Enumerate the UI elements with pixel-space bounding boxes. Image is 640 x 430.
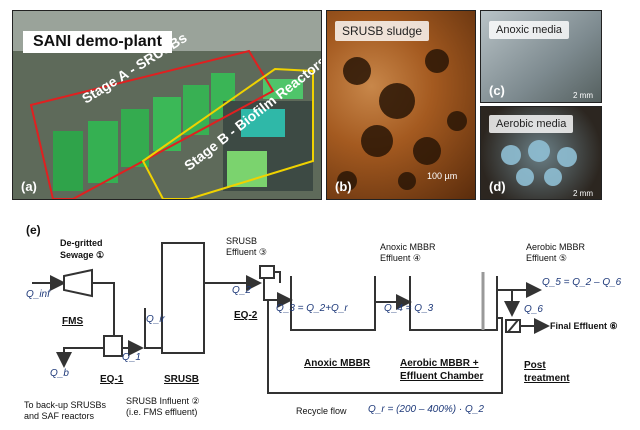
sludge-scale-bar: 100 µm <box>427 171 458 181</box>
sludge-title: SRUSB sludge <box>335 21 430 41</box>
plant-photo: SANI demo-plant Stage A - SRUSBs Stage B… <box>12 10 322 200</box>
q2-label: Q_2 <box>232 285 251 296</box>
sludge-photo: SRUSB sludge 100 µm (b) <box>326 10 476 200</box>
plant-title: SANI demo-plant <box>23 31 172 53</box>
q-ir-line <box>144 308 162 349</box>
recycle-flow-label: Recycle flow <box>296 406 347 416</box>
q-inf-label: Q_inf <box>26 289 50 300</box>
srusb-effluent-label-1: SRUSB <box>226 236 258 246</box>
stage-b-outline <box>141 67 314 199</box>
eq1-label: EQ-1 <box>100 374 124 385</box>
q4-label: Q_4 = Q_3 <box>384 303 434 314</box>
aerobic-effluent-label-1: Aerobic MBBR <box>526 242 586 252</box>
backup-label-line2: and SAF reactors <box>24 411 95 421</box>
fms-label: FMS <box>62 316 84 327</box>
srusb-influent-label: SRUSB Influent ② <box>126 396 200 406</box>
final-effluent-label: Final Effluent ⑥ <box>550 321 618 331</box>
degritted-label: De-gritted <box>60 238 103 248</box>
eq2-to-anoxic-arrow <box>263 278 293 308</box>
eq2-label: EQ-2 <box>234 310 258 321</box>
srusb-label: SRUSB <box>164 374 200 385</box>
anoxic-scale-bar: 2 mm <box>573 91 593 100</box>
aerobic-media-photo: Aerobic media 2 mm (d) <box>480 106 602 200</box>
post-treatment-label-2: treatment <box>524 373 570 384</box>
panel-label-b: (b) <box>335 179 352 194</box>
fms-to-eq1-line <box>92 282 115 336</box>
sewage-label: Sewage ① <box>60 250 105 260</box>
panel-label-d: (d) <box>489 179 506 194</box>
aerobic-effluent-label-2: Effluent ⑤ <box>526 253 567 263</box>
panel-label-a: (a) <box>21 179 37 194</box>
anoxic-mbbr-label: Anoxic MBBR <box>304 358 371 369</box>
panel-label-e: (e) <box>26 223 41 237</box>
fms-effluent-label: (i.e. FMS effluent) <box>126 407 198 417</box>
srusb-reactor <box>161 242 205 354</box>
q-ir-label: Q_ir <box>146 314 165 325</box>
stage-a-outline <box>29 49 275 199</box>
anoxic-effluent-label-1: Anoxic MBBR <box>380 242 436 252</box>
anoxic-media-title: Anoxic media <box>489 21 570 39</box>
aerobic-mbbr-label-2: Effluent Chamber <box>400 371 484 382</box>
panel-label-c: (c) <box>489 83 505 98</box>
srusb-effluent-label-2: Effluent ③ <box>226 247 267 257</box>
post-treatment-slash <box>507 319 519 333</box>
aerobic-media-cells <box>501 140 577 186</box>
eq1-bypass-arrow <box>56 347 104 368</box>
aerobic-scale-bar: 2 mm <box>573 189 593 198</box>
recycle-loop-line <box>267 300 503 394</box>
aerobic-media-title: Aerobic media <box>489 115 574 133</box>
backup-label-line1: To back-up SRUSBs <box>24 400 107 410</box>
stage-a-tanks <box>53 73 235 191</box>
q-b-label: Q_b <box>50 368 69 379</box>
fms-symbol <box>63 268 93 298</box>
anoxic-media-photo: Anoxic media 2 mm (c) <box>480 10 602 103</box>
recycle-rate-label: Q_r = (200 – 400%) · Q_2 <box>368 404 484 415</box>
aerobic-mbbr-label-1: Aerobic MBBR + <box>400 358 479 369</box>
sludge-granules <box>337 49 467 191</box>
eq2-link <box>274 271 281 283</box>
q5-label: Q_5 = Q_2 – Q_6 <box>542 277 622 288</box>
q1-label: Q_1 <box>122 352 141 363</box>
q3-label: Q_3 = Q_2+Q_r <box>276 303 348 314</box>
q6-label: Q_6 <box>524 304 543 315</box>
eq1-tank <box>103 335 123 357</box>
eq2-tank <box>259 265 275 279</box>
aerobic-mbbr-tank <box>409 276 498 331</box>
post-treatment-label-1: Post <box>524 360 546 371</box>
anoxic-effluent-label-2: Effluent ④ <box>380 253 421 263</box>
